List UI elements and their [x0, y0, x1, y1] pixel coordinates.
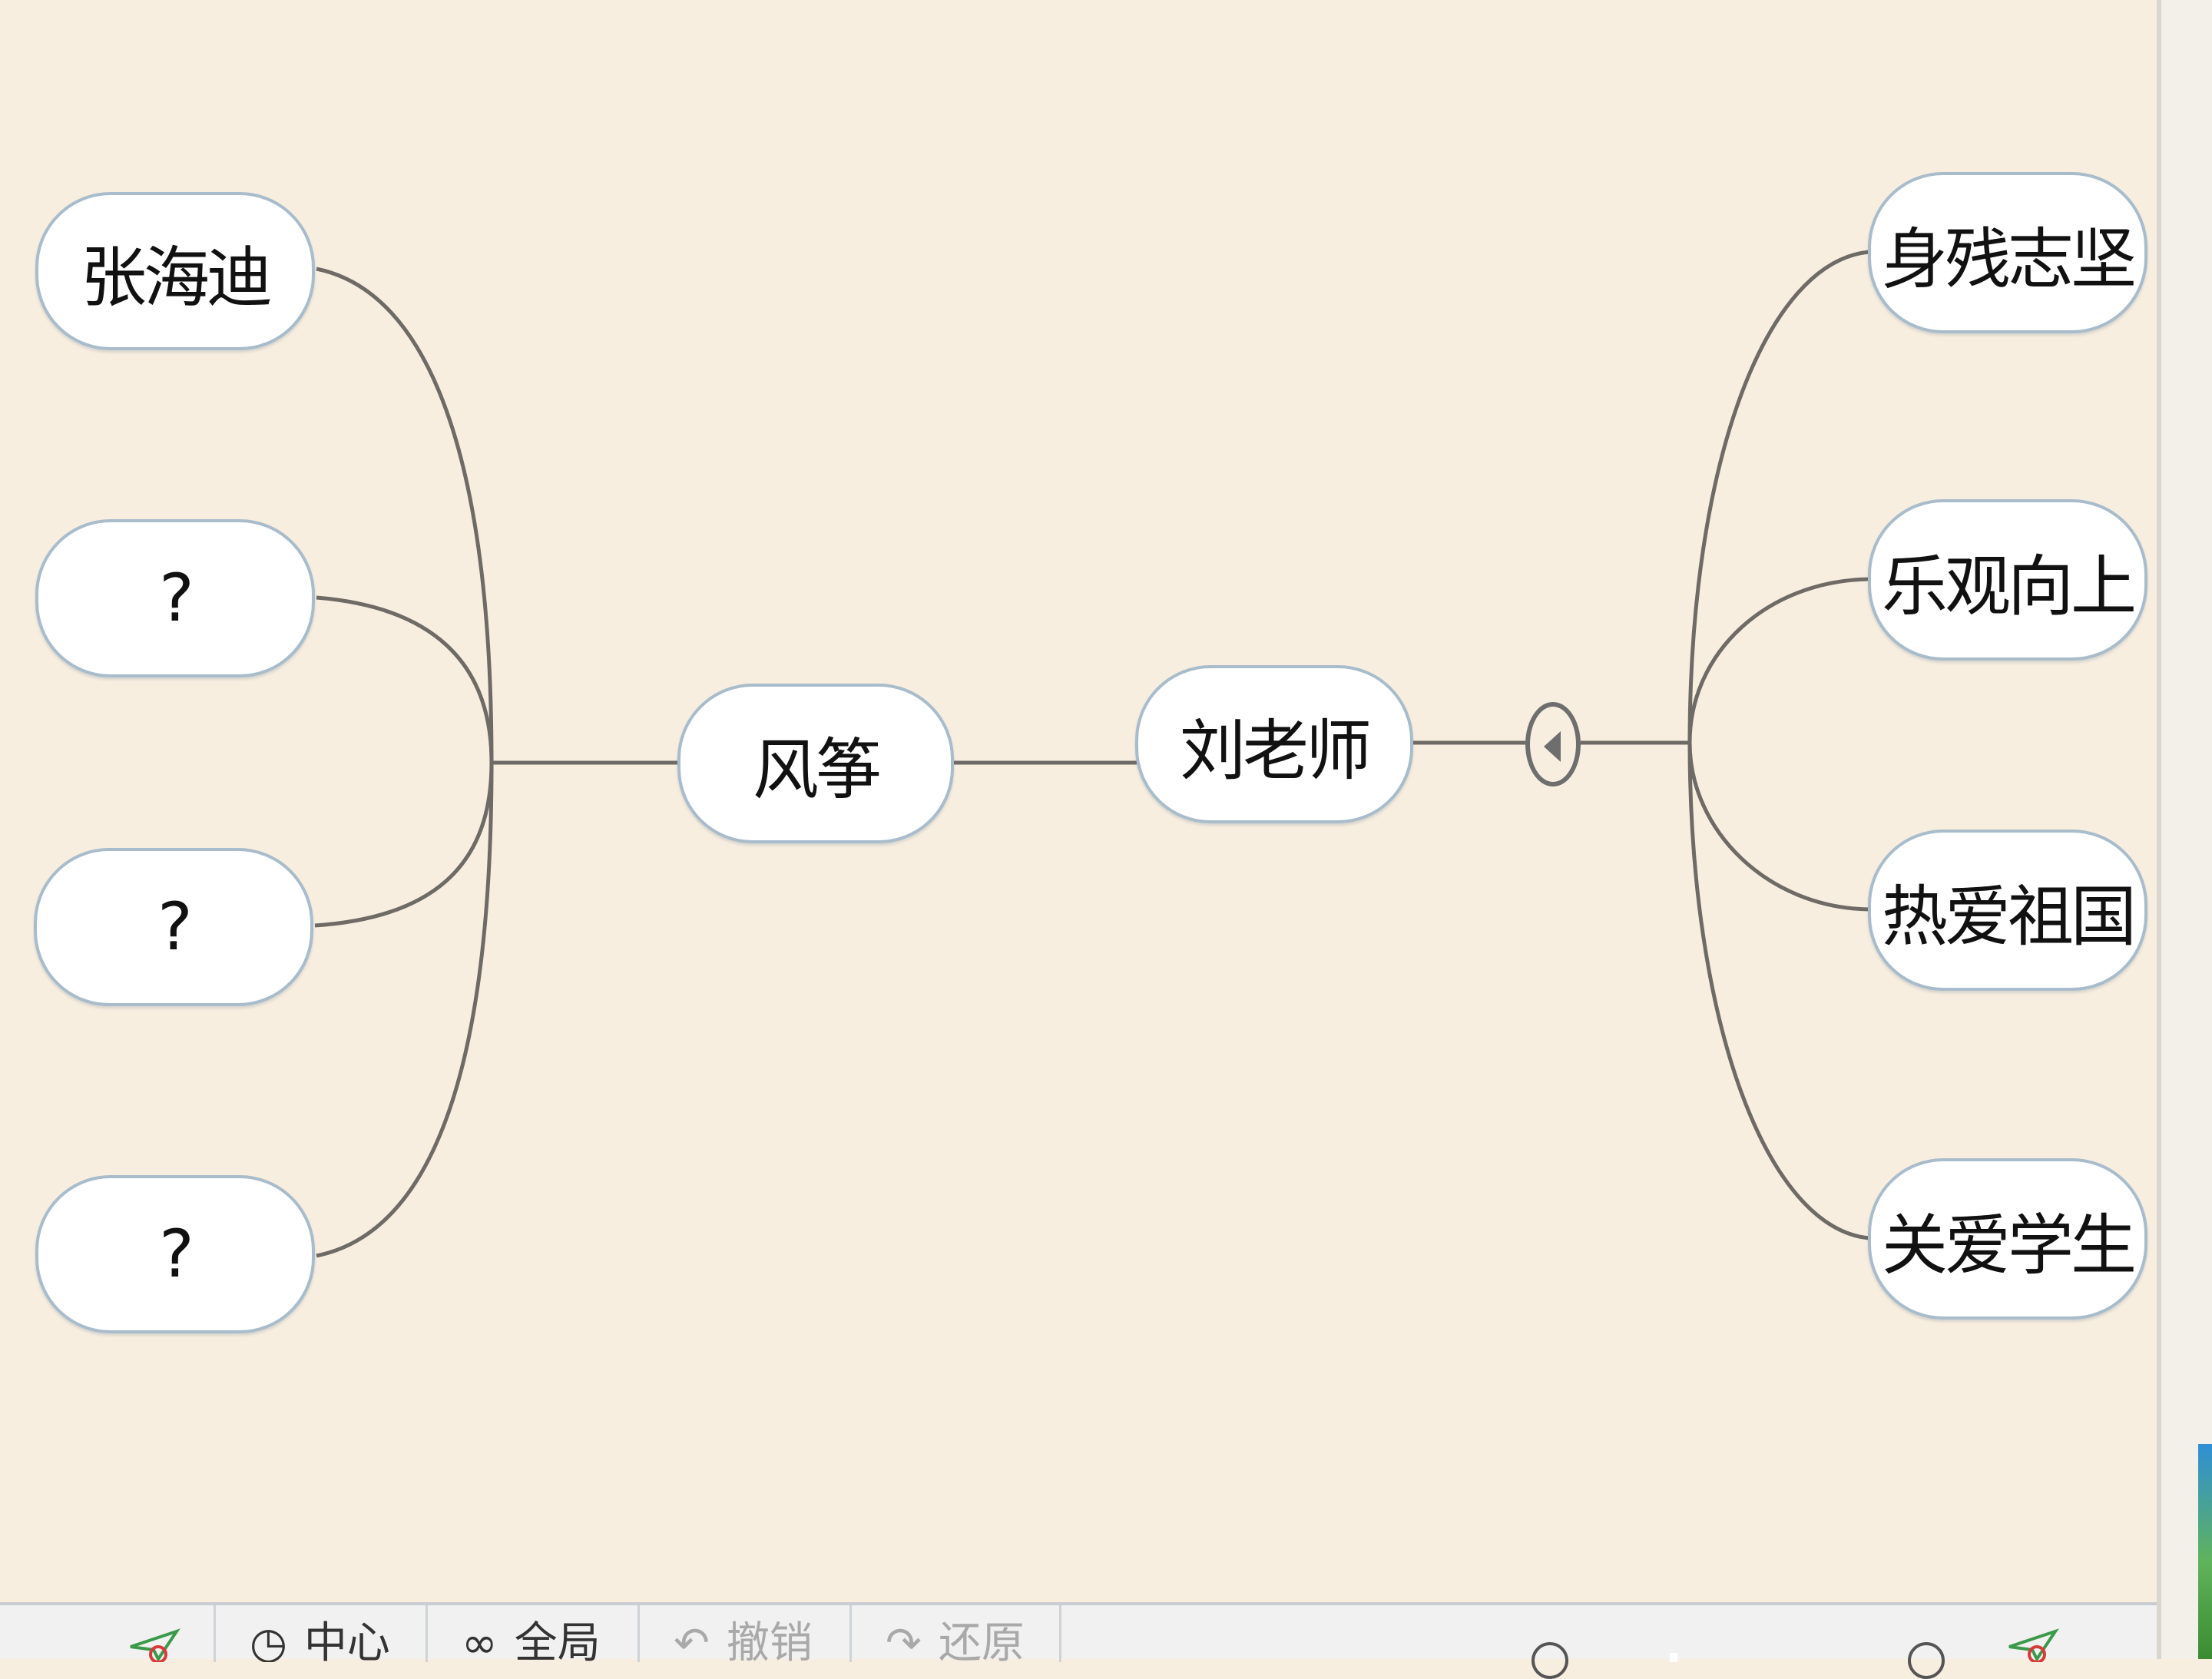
connector-lines — [314, 250, 1870, 1258]
zoom-slider-knob[interactable] — [1670, 1653, 1677, 1662]
paper-plane-icon[interactable] — [2006, 1628, 2060, 1662]
connector-right-2 — [1687, 577, 1870, 743]
connector-left-3 — [314, 762, 494, 928]
triangle-left-icon — [1544, 731, 1561, 762]
undo-button-label: 撤销 — [726, 1618, 813, 1663]
connector-right-1 — [1687, 250, 1870, 743]
connector-right-3 — [1687, 742, 1870, 912]
desktop-wallpaper — [2198, 1444, 2212, 1659]
vertical-scrollbar[interactable] — [2157, 0, 2161, 1659]
undo-button[interactable]: ↶ 撤销 — [637, 1605, 849, 1662]
node-love-country[interactable]: 热爱祖国 — [1868, 830, 2147, 991]
connector-right-4 — [1687, 742, 1870, 1240]
node-optimistic[interactable]: 乐观向上 — [1868, 499, 2147, 661]
connector-left-2 — [316, 595, 494, 763]
overview-icon: ∞ — [462, 1618, 498, 1663]
node-care-students[interactable]: 关爱学生 — [1868, 1158, 2147, 1320]
zoom-out-icon[interactable] — [1532, 1642, 1568, 1679]
undo-icon: ↶ — [674, 1618, 710, 1663]
connector-zhanghaidi — [316, 267, 494, 763]
redo-button-label: 还原 — [938, 1618, 1025, 1663]
overview-button[interactable]: ∞ 全局 — [426, 1605, 637, 1662]
node-root-teacher-liu[interactable]: 刘老师 — [1135, 665, 1413, 823]
connector-left-4 — [316, 762, 494, 1258]
center-icon: ◷ — [250, 1618, 287, 1663]
center-button[interactable]: ◷ 中心 — [214, 1605, 426, 1662]
paper-plane-icon[interactable] — [127, 1628, 181, 1662]
node-unknown-1[interactable]: ? — [35, 519, 315, 677]
collapse-toggle-icon[interactable] — [1525, 702, 1581, 787]
node-zhanghaidi[interactable]: 张海迪 — [35, 192, 315, 350]
bottom-toolbar: ◷ 中心 ∞ 全局 ↶ 撤销 ↷ 还原 — [0, 1602, 2157, 1679]
node-kite[interactable]: 风筝 — [677, 684, 954, 843]
node-disabled-strong-will[interactable]: 身残志坚 — [1868, 172, 2147, 333]
overview-button-label: 全局 — [514, 1618, 601, 1663]
center-button-label: 中心 — [303, 1618, 390, 1663]
redo-icon: ↷ — [886, 1618, 922, 1663]
window-edge — [2157, 0, 2212, 1659]
node-unknown-2[interactable]: ? — [34, 848, 313, 1006]
redo-button[interactable]: ↷ 还原 — [849, 1605, 1061, 1662]
node-unknown-3[interactable]: ? — [35, 1175, 315, 1333]
zoom-in-icon[interactable] — [1908, 1642, 1945, 1679]
mindmap-canvas[interactable]: 张海迪 ? ? ? 风筝 刘老师 身残志坚 乐观向上 热爱祖国 关爱学生 — [0, 0, 2157, 1602]
